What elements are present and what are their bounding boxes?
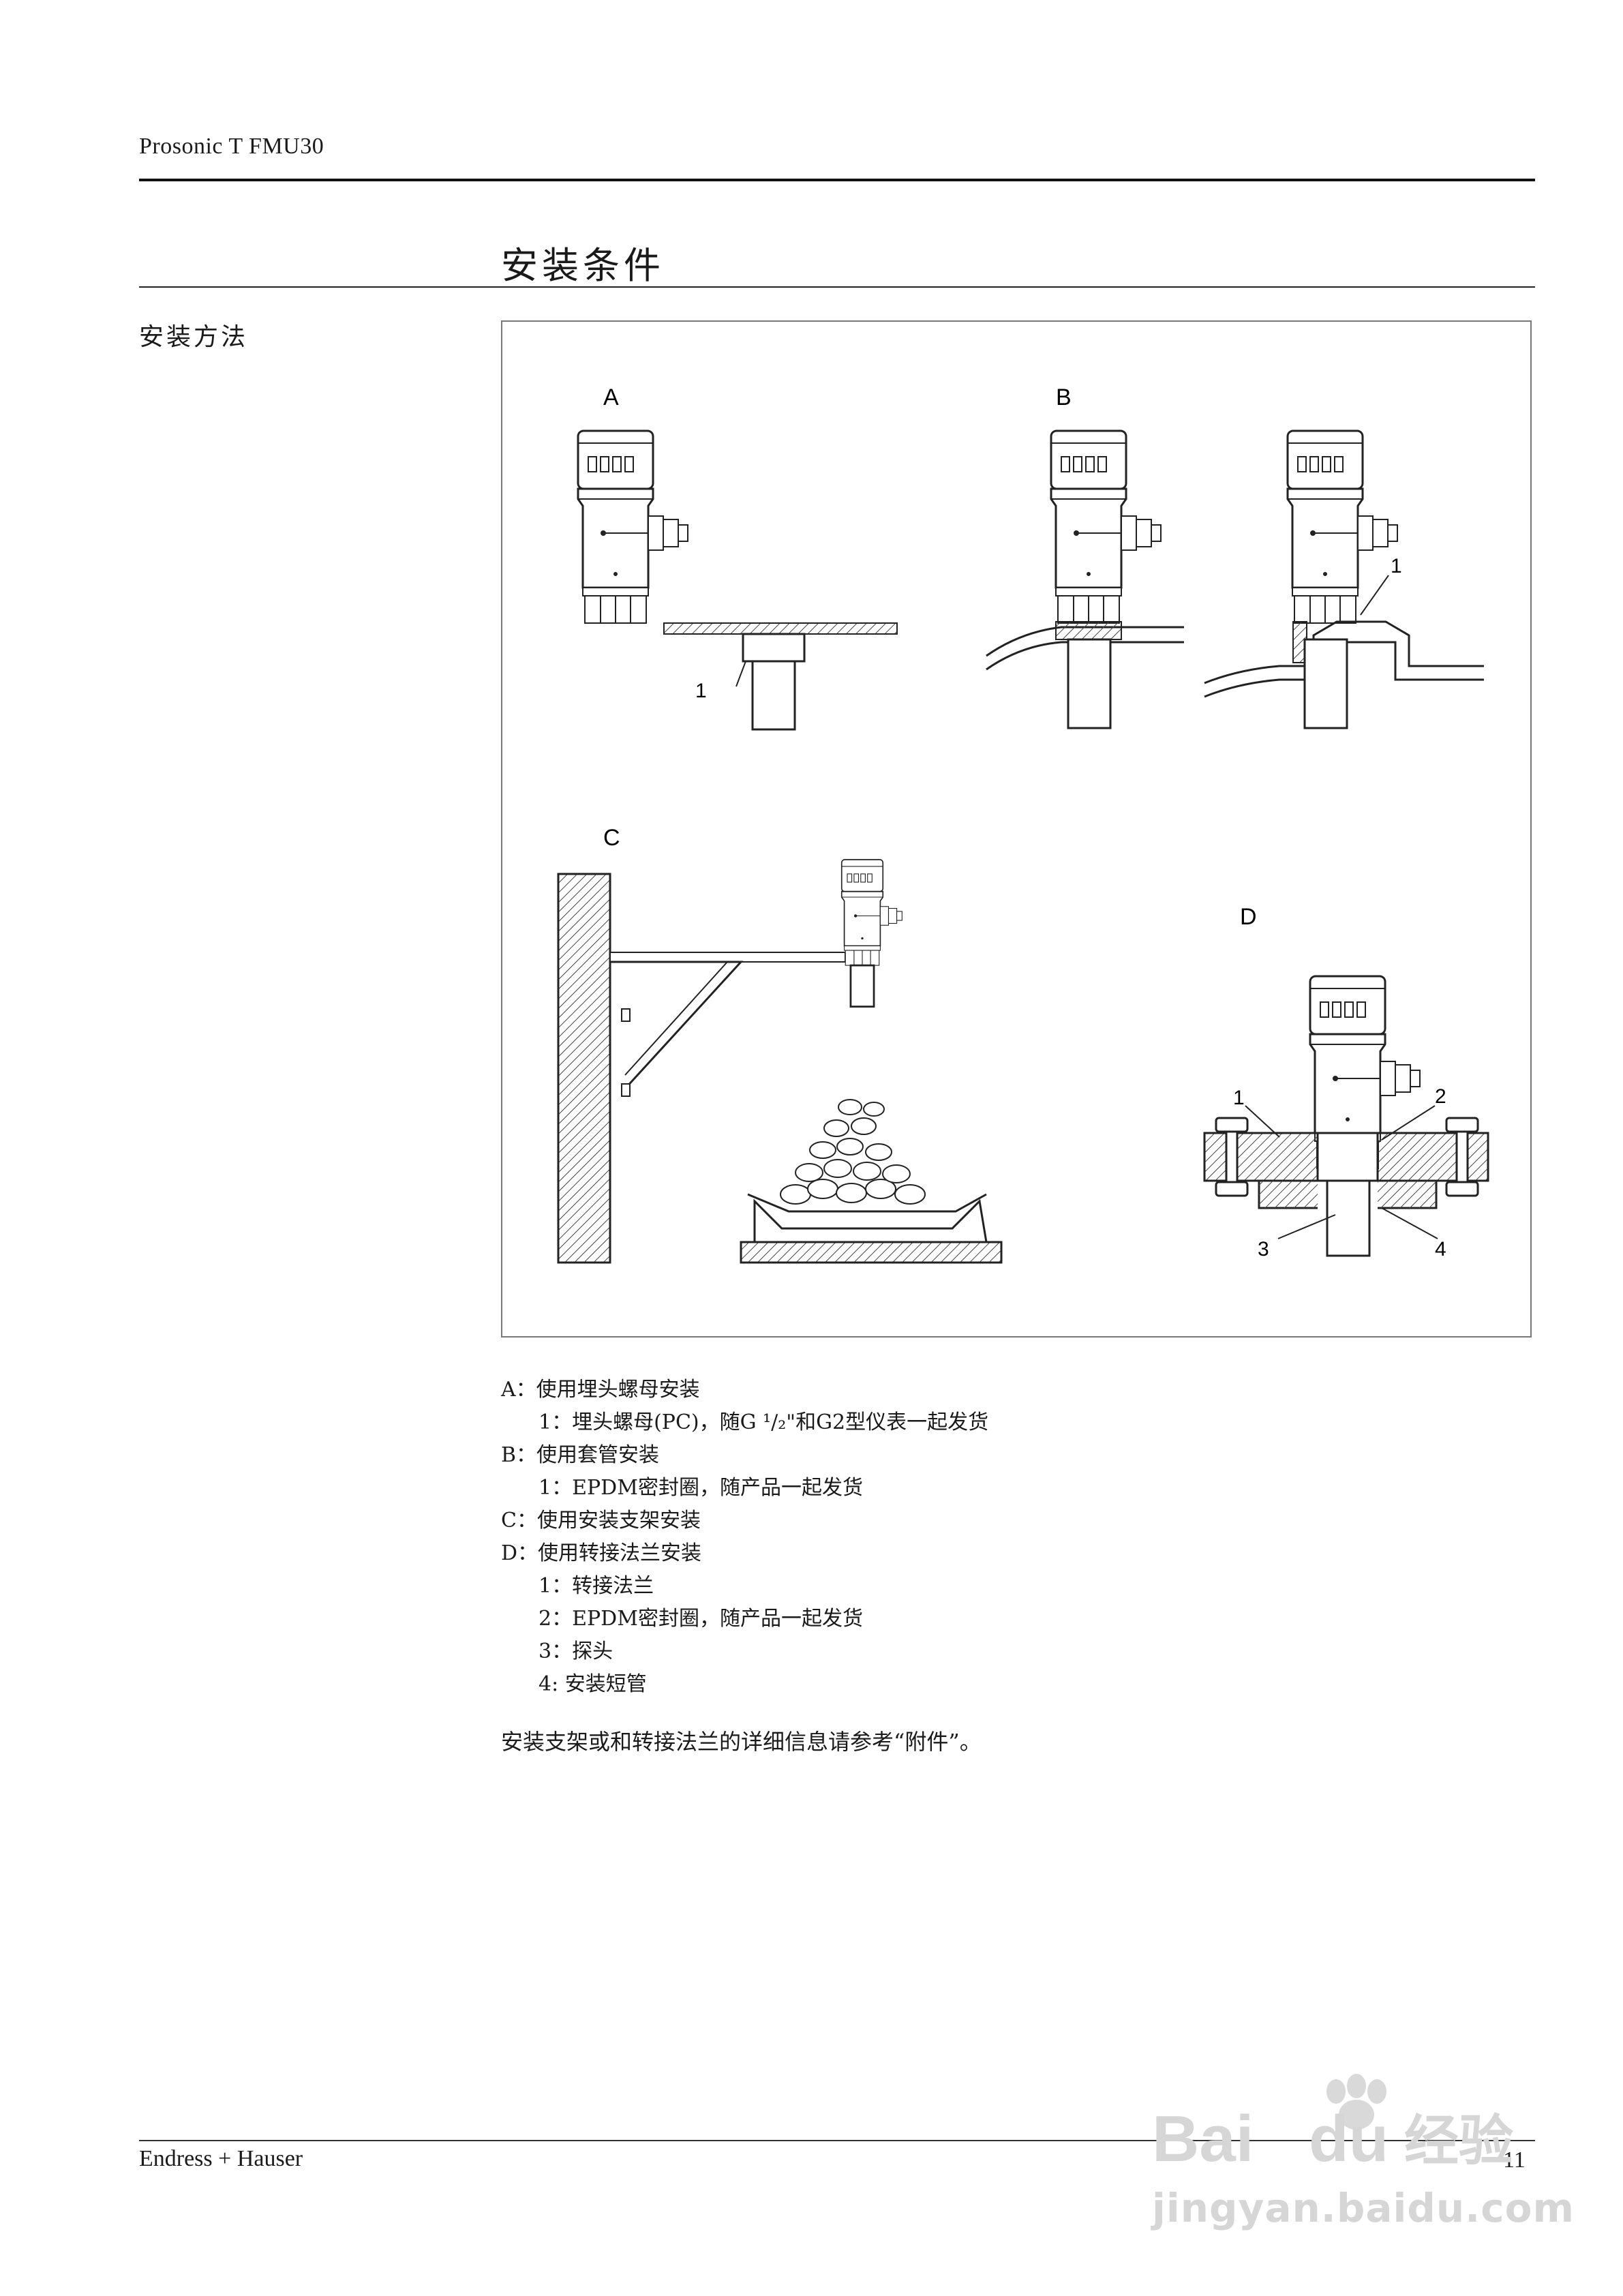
caption-a-title: A：使用埋头螺母安装 xyxy=(501,1378,700,1402)
callout-d1: 1 xyxy=(1233,1087,1245,1109)
caption-b-item-1: 1：EPDM密封圈，随产品一起发货 xyxy=(539,1476,863,1500)
label-a: A xyxy=(603,384,619,410)
svg-text:Bai: Bai xyxy=(1152,2102,1254,2175)
callout-a1: 1 xyxy=(695,680,707,702)
watermark-url: jingyan.baidu.com xyxy=(1152,2185,1575,2231)
label-c: C xyxy=(603,825,620,851)
page-number: 11 xyxy=(1503,2147,1526,2173)
side-heading: 安装方法 xyxy=(139,323,249,351)
callout-d4: 4 xyxy=(1435,1238,1446,1260)
caption-d-item-1: 1：转接法兰 xyxy=(539,1574,654,1598)
watermark-logo: Bai du 经验 xyxy=(1152,2072,1534,2175)
caption-a-item-1: 1：埋头螺母(PC)，随G ¹/₂"和G2型仪表一起发货 xyxy=(539,1410,989,1434)
callout-b1: 1 xyxy=(1391,555,1402,577)
footer-company: Endress + Hauser xyxy=(139,2146,303,2171)
callout-d2: 2 xyxy=(1435,1085,1446,1108)
caption-c-title: C：使用安装支架安装 xyxy=(501,1509,701,1532)
header-rule xyxy=(139,179,1535,181)
label-d: D xyxy=(1240,904,1257,930)
caption-d-item-3: 3：探头 xyxy=(539,1640,613,1663)
mounting-figure: A 1 B 1 C xyxy=(501,320,1532,1338)
svg-text:du: du xyxy=(1309,2102,1389,2175)
title-rule xyxy=(139,286,1535,288)
caption-b-title: B：使用套管安装 xyxy=(501,1443,660,1467)
footer-rule xyxy=(139,2140,1535,2141)
figure-caption: A：使用埋头螺母安装 1：埋头螺母(PC)，随G ¹/₂"和G2型仪表一起发货 … xyxy=(501,1374,988,1701)
header-product-name: Prosonic T FMU30 xyxy=(139,134,324,159)
caption-d-item-2: 2：EPDM密封圈，随产品一起发货 xyxy=(539,1607,863,1631)
callout-d3: 3 xyxy=(1258,1238,1269,1260)
caption-d-title: D：使用转接法兰安装 xyxy=(501,1541,702,1565)
label-b: B xyxy=(1056,384,1072,410)
svg-text:经验: 经验 xyxy=(1404,2111,1513,2171)
page-title: 安装条件 xyxy=(501,244,665,287)
caption-d-item-4: 4: 安装短管 xyxy=(539,1672,647,1696)
accessory-note: 安装支架或和转接法兰的详细信息请参考“附件”。 xyxy=(501,1729,982,1755)
